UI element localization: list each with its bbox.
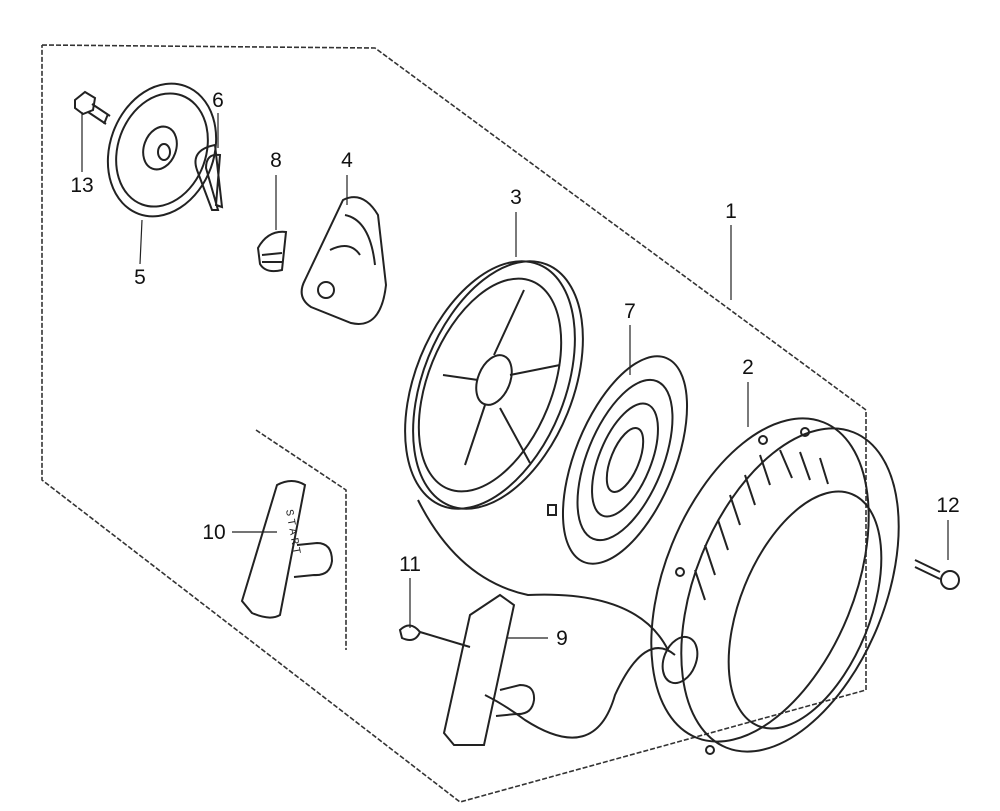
clip-6	[194, 143, 224, 211]
reel-3	[404, 260, 584, 510]
starter-case-2	[650, 417, 900, 755]
callout-7: 7	[624, 300, 636, 323]
callout-12: 12	[936, 494, 960, 517]
spiral-spring-7	[547, 355, 689, 565]
callout-6: 6	[212, 89, 224, 112]
callout-11: 11	[399, 553, 421, 576]
friction-plate-5	[106, 82, 218, 218]
leader-lines	[81, 112, 949, 639]
callout-1: 1	[725, 200, 737, 223]
ratchet-4	[300, 196, 388, 325]
callout-13: 13	[70, 174, 94, 197]
callout-9: 9	[556, 627, 568, 650]
starter-rope	[417, 499, 676, 739]
spring-8	[256, 230, 288, 273]
bolt-13	[74, 90, 111, 125]
assembly-boundary	[41, 44, 867, 803]
callout-4: 4	[341, 149, 353, 172]
bolt-12	[914, 559, 960, 590]
callout-3: 3	[510, 186, 522, 209]
callout-2: 2	[742, 356, 754, 379]
callout-8: 8	[270, 149, 282, 172]
rope-knot-11	[398, 624, 471, 648]
grip-handle-9	[442, 593, 536, 746]
callout-5: 5	[134, 266, 146, 289]
start-handle-10: START	[240, 480, 334, 619]
handle-subgroup-boundary	[255, 429, 347, 650]
callout-10: 10	[202, 521, 226, 544]
